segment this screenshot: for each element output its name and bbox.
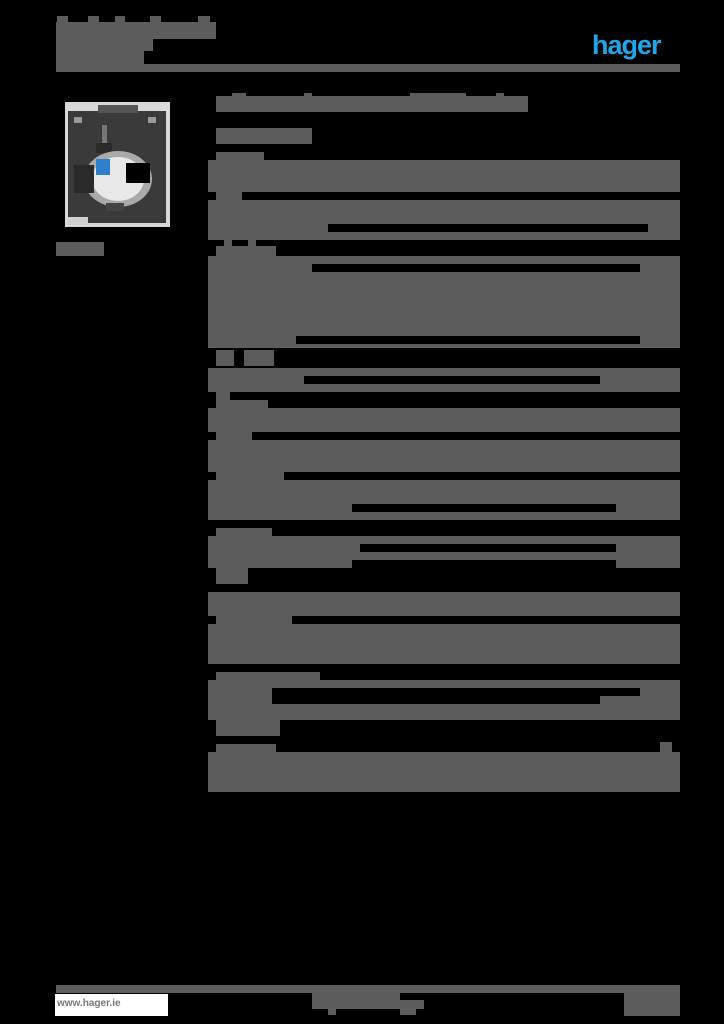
footer-url-box: www.hager.ie bbox=[55, 994, 168, 1016]
footer-rule bbox=[56, 985, 680, 993]
product-caption bbox=[56, 242, 104, 256]
product-image bbox=[65, 102, 170, 227]
footer-url[interactable]: www.hager.ie bbox=[57, 998, 121, 1009]
footer-page-number bbox=[624, 993, 680, 1016]
section-subtitle bbox=[216, 128, 312, 144]
header-rule bbox=[56, 64, 680, 72]
hager-logo: hager bbox=[592, 30, 662, 60]
